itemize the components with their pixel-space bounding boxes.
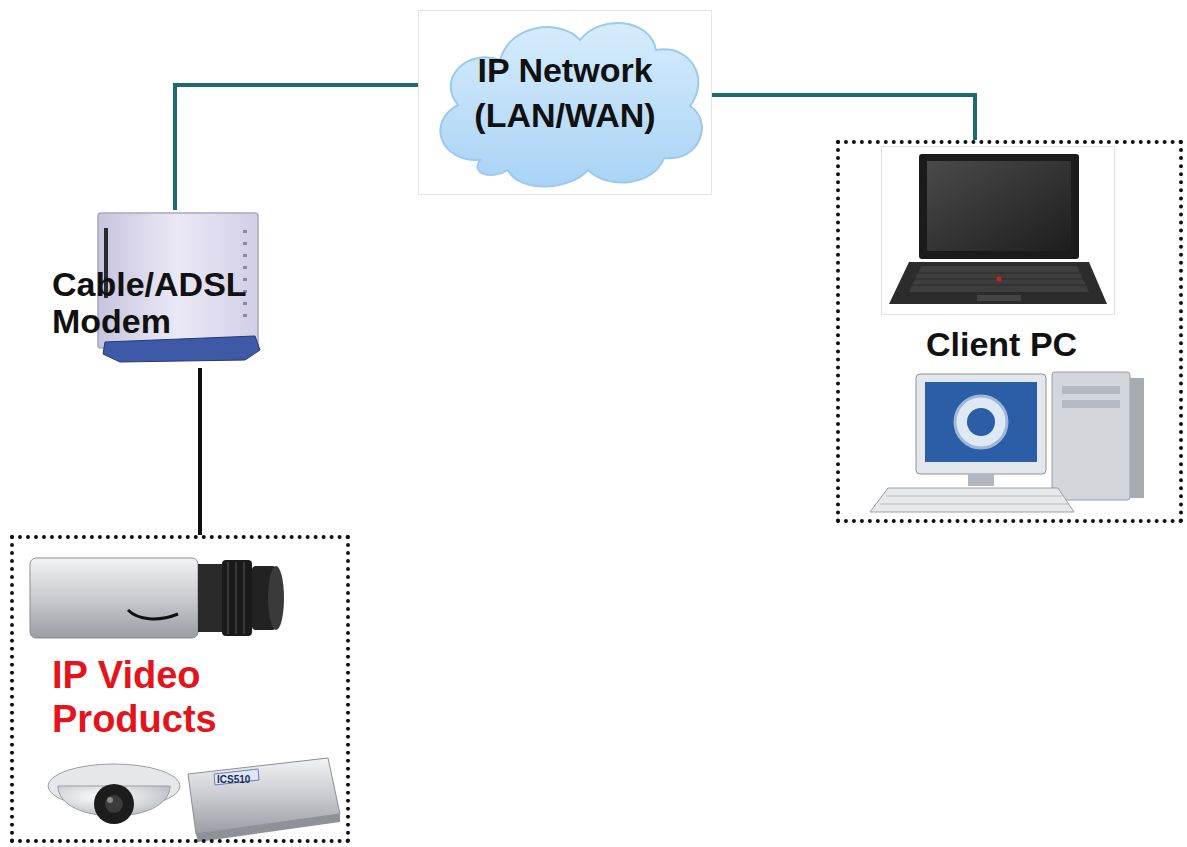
ip-video-group: IP Video Products bbox=[10, 535, 350, 843]
cable-link bbox=[175, 85, 418, 210]
node-label: Client PC bbox=[926, 326, 1126, 363]
node-label: IP Video Products bbox=[52, 653, 282, 741]
laptop-picture bbox=[882, 147, 1115, 315]
cloud-picture bbox=[419, 11, 712, 195]
cable-link bbox=[712, 95, 975, 140]
node-label: IP Network (LAN/WAN) bbox=[455, 48, 675, 138]
node-label: Cable/ADSL Modem bbox=[52, 266, 264, 340]
lan-cable bbox=[200, 368, 201, 535]
desktop-picture bbox=[870, 372, 1144, 512]
device-label: ICS510 bbox=[217, 774, 250, 786]
cable-link bbox=[175, 85, 418, 210]
encoder-picture bbox=[188, 758, 340, 842]
cable-link bbox=[712, 95, 975, 140]
network-cloud: IP Network (LAN/WAN) bbox=[418, 10, 712, 195]
lan-cable bbox=[198, 368, 202, 535]
dome-camera-picture bbox=[48, 764, 180, 824]
client-pc-group: Client PC bbox=[836, 140, 1183, 523]
box-camera-picture bbox=[30, 558, 284, 638]
modem-box: Cable/ADSL Modem bbox=[52, 210, 270, 368]
